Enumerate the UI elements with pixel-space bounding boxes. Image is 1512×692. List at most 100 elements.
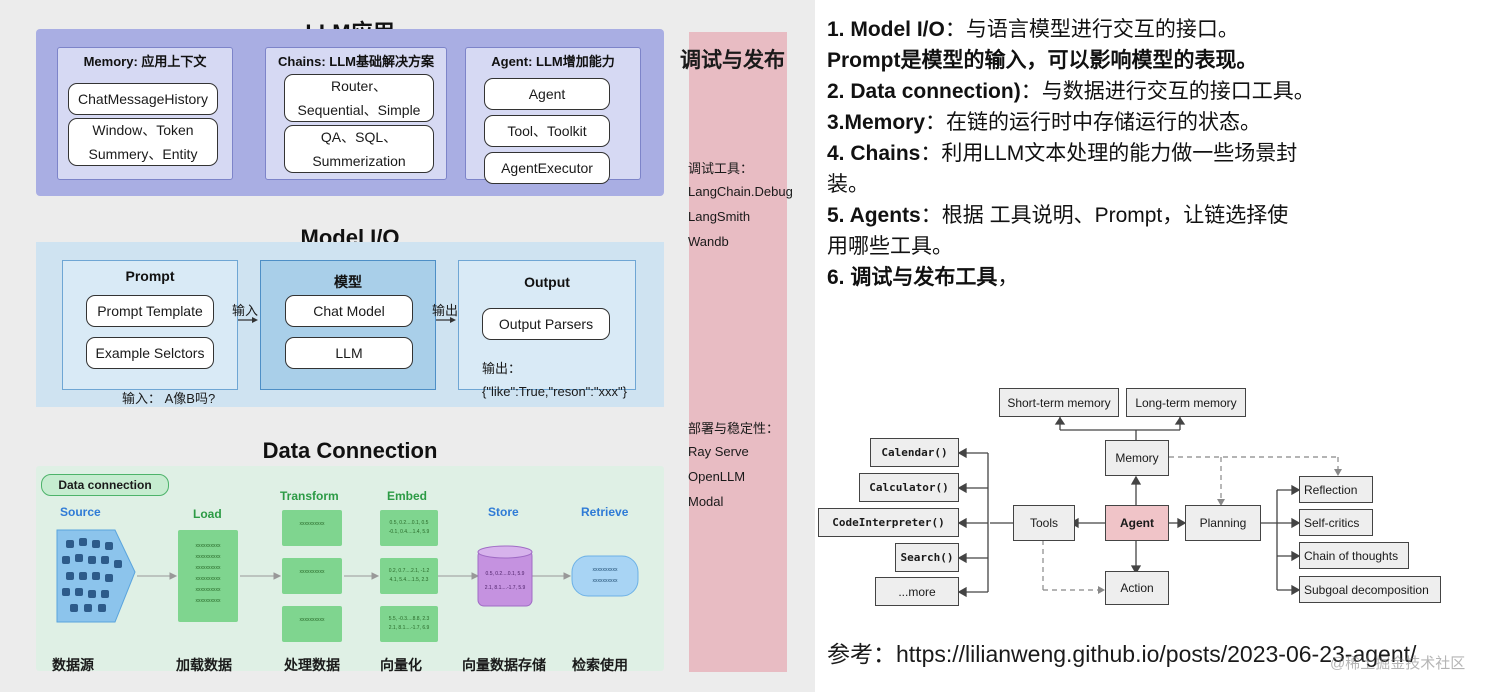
agent-item: Agent <box>484 78 610 110</box>
short-term-memory: Short-term memory <box>999 388 1119 417</box>
output-note-value: {"like":True,"reson":"xxx"} <box>482 384 627 399</box>
watermark: @稀土掘金技术社区 <box>1330 655 1466 672</box>
reference-link[interactable]: 参考：https://lilianweng.github.io/posts/20… <box>827 641 1417 667</box>
tools-node: Tools <box>1013 505 1075 541</box>
embed-vector-1 <box>380 510 438 546</box>
memory-head: Memory: 应用上下文 <box>83 54 207 69</box>
load-x-0: xxxxxxxxxx <box>195 543 221 549</box>
tool-toolkit-item: Tool、Toolkit <box>484 115 610 147</box>
store-values-0: 0.5, 0.2....0.1, 5.9 <box>485 571 525 577</box>
load-x-1: xxxxxxxxxx <box>195 554 221 560</box>
caption-retrieve: 检索使用 <box>572 657 628 673</box>
agent-diagram-lines <box>957 416 1342 598</box>
load-column <box>178 530 238 622</box>
note-3: 3.Memory：在链的运行时中存储运行的状态。 <box>827 111 1262 134</box>
plan-chain-of-thoughts: Chain of thoughts <box>1299 542 1409 569</box>
caption-load: 加载数据 <box>176 657 232 673</box>
deploy-0: Ray Serve <box>688 444 749 459</box>
input-arrow-label: 输入 <box>232 303 259 318</box>
stage-transform: Transform <box>280 489 339 503</box>
store-values-1: 2.1, 8.1....-1.7, 5.9 <box>484 585 526 591</box>
output-head: Output <box>524 274 570 290</box>
model-io-arrows <box>238 317 456 323</box>
memory-types: Window、Token Summery、Entity <box>68 118 218 166</box>
tool-calendar: Calendar() <box>870 438 959 467</box>
debug-title: 调试与发布 <box>680 49 785 72</box>
chains-head: Chains: LLM基础解决方案 <box>278 54 434 69</box>
embed-values-0: 0.5, 0.2....0.1, 0.5 -0.1, 0.4....1.4, 5… <box>388 520 430 535</box>
note-4: 4. Chains：利用LLM文本处理的能力做一些场景封 <box>827 142 1298 165</box>
tool-code-interpreter: CodeInterpreter() <box>818 508 959 537</box>
llm-item: LLM <box>285 337 413 369</box>
stage-load: Load <box>193 507 222 521</box>
embed-vector-2 <box>380 558 438 594</box>
note-6: 6. 调试与发布工具， <box>827 266 1019 289</box>
plan-self-critics: Self-critics <box>1299 509 1373 536</box>
model-head: 模型 <box>334 274 362 290</box>
chat-model: Chat Model <box>285 295 413 327</box>
note-5b: 用哪些工具。 <box>827 235 953 258</box>
transform-chunk-2 <box>282 558 342 594</box>
stage-embed: Embed <box>387 489 428 503</box>
memory-node: Memory <box>1105 440 1169 476</box>
data-connection-title: Data Connection <box>262 438 438 463</box>
data-connection-badge: Data connection <box>41 474 169 496</box>
chain-qa: QA、SQL、 Summerization <box>284 125 434 173</box>
agent-node: Agent <box>1105 505 1169 541</box>
caption-transform: 处理数据 <box>284 657 340 673</box>
action-node: Action <box>1105 571 1169 605</box>
load-x-5: xxxxxxxxxx <box>195 598 221 604</box>
prompt-head: Prompt <box>125 268 175 284</box>
caption-store: 向量数据存储 <box>462 657 546 673</box>
tool-calculator: Calculator() <box>859 473 959 502</box>
debug-tool-1: LangSmith <box>688 209 751 224</box>
input-example: 输入： A像B吗? <box>122 391 216 406</box>
tool-search: Search() <box>895 543 959 572</box>
chat-message-history: ChatMessageHistory <box>68 83 218 115</box>
debug-tool-2: Wandb <box>688 234 729 249</box>
embed-values-2: 5.5, -0.3....8.8, 2.3 2.1, 8.1....-1.7, … <box>388 616 430 631</box>
retrieve-x-1: xxxxxxxxxx <box>592 578 618 584</box>
output-note-label: 输出： <box>482 361 522 376</box>
caption-source: 数据源 <box>52 657 94 673</box>
transform-x-0: xxxxxxxxxx <box>299 521 325 527</box>
load-x-3: xxxxxxxxxx <box>195 576 221 582</box>
load-x-4: xxxxxxxxxx <box>195 587 221 593</box>
agent-head: Agent: LLM增加能力 <box>491 54 615 69</box>
long-term-memory: Long-term memory <box>1126 388 1246 417</box>
debug-deploy-bar <box>689 32 787 672</box>
plan-reflection: Reflection <box>1299 476 1373 503</box>
embed-vector-3 <box>380 606 438 642</box>
note-2: 2. Data connection)：与数据进行交互的接口工具。 <box>827 80 1315 103</box>
retrieve-x-0: xxxxxxxxxx <box>592 567 618 573</box>
plan-subgoal: Subgoal decomposition <box>1299 576 1441 603</box>
deploy-2: Modal <box>688 494 724 509</box>
transform-chunk-1 <box>282 510 342 546</box>
embed-values-1: 0.2, 0.7....2.1, -1.2 4.1, 5.4....1.5, 2… <box>388 568 430 583</box>
transform-x-2: xxxxxxxxxx <box>299 617 325 623</box>
planning-node: Planning <box>1185 505 1261 541</box>
note-1b: Prompt是模型的输入，可以影响模型的表现。 <box>827 49 1258 72</box>
chain-router: Router、 Sequential、Simple <box>284 74 434 122</box>
output-arrow-label: 输出 <box>432 303 459 318</box>
stage-retrieve: Retrieve <box>581 505 629 519</box>
tool-more: ...more <box>875 577 959 606</box>
caption-embed: 向量化 <box>380 657 422 673</box>
output-parsers: Output Parsers <box>482 308 610 340</box>
debug-tools-head: 调试工具： <box>688 161 754 176</box>
note-4b: 装。 <box>827 173 869 196</box>
stage-store: Store <box>488 505 519 519</box>
stage-source: Source <box>60 505 101 519</box>
load-x-2: xxxxxxxxxx <box>195 565 221 571</box>
note-1: 1. Model I/O：与语言模型进行交互的接口。 <box>827 18 1239 41</box>
transform-chunk-3 <box>282 606 342 642</box>
notes-list: 1. Model I/O：与语言模型进行交互的接口。 Prompt是模型的输入，… <box>827 14 1507 293</box>
prompt-template: Prompt Template <box>86 295 214 327</box>
agent-executor-item: AgentExecutor <box>484 152 610 184</box>
deploy-1: OpenLLM <box>688 469 746 484</box>
data-connection-section <box>36 466 664 671</box>
transform-x-1: xxxxxxxxxx <box>299 569 325 575</box>
note-5: 5. Agents：根据 工具说明、Prompt，让链选择使 <box>827 204 1289 227</box>
debug-tool-0: LangChain.Debug <box>688 184 793 199</box>
deploy-head: 部署与稳定性： <box>688 421 780 436</box>
